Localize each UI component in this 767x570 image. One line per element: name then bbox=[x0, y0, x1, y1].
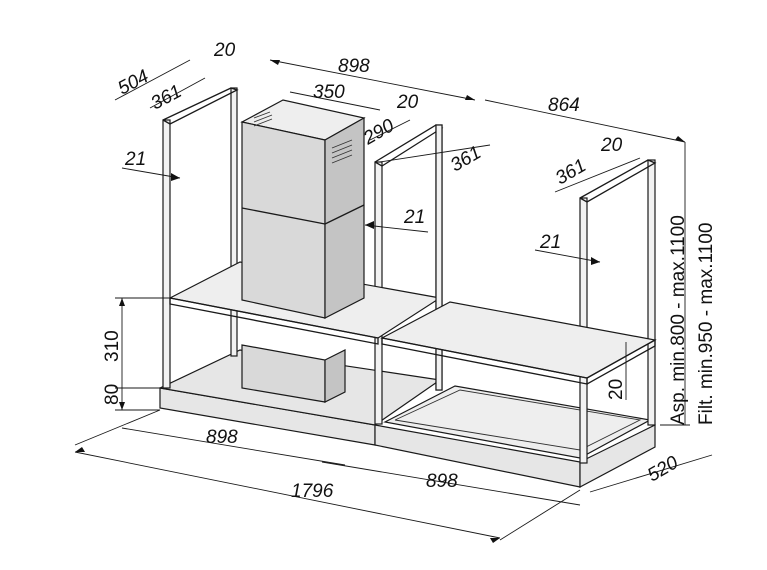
right-base-inner bbox=[394, 389, 642, 451]
left-top-rail bbox=[162, 87, 239, 125]
chimney-front-upper bbox=[241, 121, 326, 319]
chimney-side-lower bbox=[324, 349, 346, 403]
dim-290: 290 bbox=[359, 115, 398, 150]
chimney bbox=[240, 99, 366, 403]
dim-20-top-mid: 20 bbox=[396, 92, 419, 113]
chimney-joint-side bbox=[324, 204, 365, 225]
dim-21-left: 21 bbox=[124, 149, 146, 170]
left-back-post-1 bbox=[230, 87, 238, 357]
dim-310: 310 bbox=[102, 330, 123, 362]
dimension-lines bbox=[74, 59, 713, 541]
dim-520: 520 bbox=[644, 452, 682, 486]
vent-grille-left bbox=[253, 111, 273, 127]
left-shelf-edge bbox=[169, 297, 379, 345]
dim-21-mid: 21 bbox=[403, 207, 425, 228]
filt-height-range: Filt. min.950 - max.1100 bbox=[696, 223, 717, 425]
dim-80: 80 bbox=[102, 384, 123, 405]
dim-504: 504 bbox=[114, 66, 152, 99]
dim-864: 864 bbox=[548, 95, 580, 116]
dim-1796: 1796 bbox=[291, 481, 334, 502]
right-shelf bbox=[380, 301, 657, 379]
dim-20-right-shelf: 20 bbox=[606, 379, 627, 400]
dim-361-left: 361 bbox=[147, 81, 185, 114]
dimension-labels: 504 361 20 898 350 20 290 864 361 20 361… bbox=[102, 40, 717, 502]
right-back-left-post bbox=[435, 124, 443, 391]
dim-20-top-left: 20 bbox=[213, 40, 236, 61]
chimney-joint-front bbox=[241, 207, 326, 225]
dim-898-bottom-left: 898 bbox=[206, 427, 238, 448]
dim-350: 350 bbox=[313, 82, 345, 103]
chimney-side-upper bbox=[324, 116, 365, 319]
right-top-rail bbox=[579, 159, 657, 203]
right-base-side bbox=[579, 424, 656, 488]
dim-20-top-right: 20 bbox=[600, 135, 623, 156]
left-front-post-1 bbox=[162, 119, 171, 389]
dim-898-top: 898 bbox=[338, 56, 370, 77]
dim-21-right: 21 bbox=[539, 232, 561, 253]
asp-height-range: Asp. min.800 - max.1100 bbox=[668, 215, 689, 425]
right-shelf-side bbox=[586, 338, 656, 385]
dim-361-mid: 361 bbox=[447, 142, 485, 176]
vent-grille-right bbox=[331, 139, 353, 164]
right-frame-module bbox=[374, 124, 657, 488]
dim-898-bottom-right: 898 bbox=[426, 471, 458, 492]
dimension-arrows bbox=[75, 60, 685, 543]
dim-361-right: 361 bbox=[552, 155, 590, 189]
right-back-post bbox=[647, 159, 656, 426]
